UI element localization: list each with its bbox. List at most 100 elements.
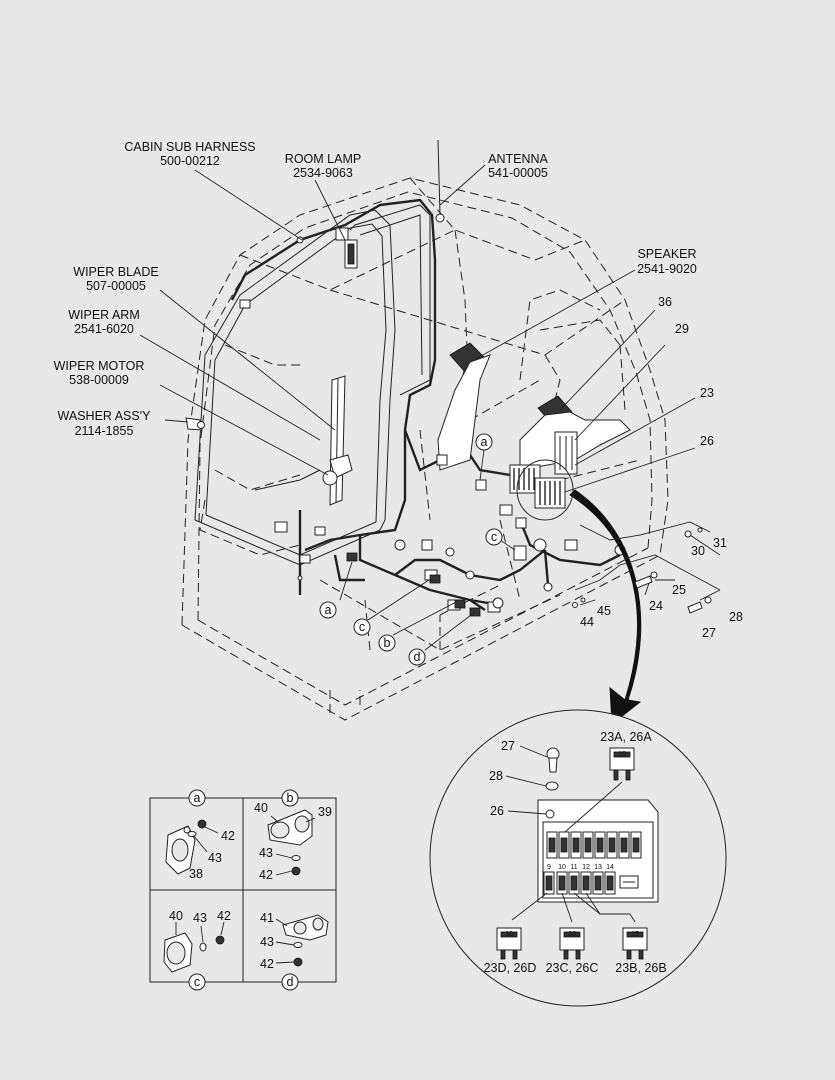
circle-letter-c: c [353, 618, 371, 636]
clamp-d-41: 41 [260, 911, 274, 925]
clamp-cell-c: c 40 43 42 [163, 909, 231, 991]
circle-letter-a: a [319, 601, 337, 619]
clamp-c-42: 42 [217, 909, 231, 923]
circle-letter-d: d [408, 648, 426, 666]
label-cabin-sub-harness: CABIN SUB HARNESS 500-00212 [124, 140, 255, 168]
callout-31: 31 [713, 536, 727, 550]
room-lamp-name: ROOM LAMP [285, 152, 361, 166]
fuse-b-rating: 15 [631, 931, 639, 938]
wiper-motor-code: 538-00009 [69, 373, 129, 387]
room-lamp-code: 2534-9063 [293, 166, 353, 180]
callout-45: 45 [597, 604, 611, 618]
detail-arrow [569, 489, 642, 725]
clamp-a-42: 42 [221, 829, 235, 843]
clamp-a-38: 38 [189, 867, 203, 881]
svg-text:a: a [325, 603, 332, 617]
label-wiper-motor: WIPER MOTOR 538-00009 [54, 359, 145, 387]
svg-text:c: c [491, 530, 497, 544]
fuse-row-top [546, 831, 642, 859]
clamp-cell-b: b 40 39 43 42 [254, 789, 332, 882]
wiper-arm-code: 2541-6020 [74, 322, 134, 336]
svg-text:d: d [287, 975, 294, 989]
svg-text:d: d [414, 650, 421, 664]
clamp-detail-grid: a 42 43 38 b 40 39 43 42 [149, 789, 337, 991]
fuse-23b-26b: 15 23B, 26B [573, 892, 667, 975]
cabin-sub-harness-code: 500-00212 [160, 154, 220, 168]
washer-part [185, 417, 205, 431]
fuse-a-rating: 10 [618, 751, 626, 758]
fuse-23d-26d: 30 23D, 26D [484, 892, 548, 975]
callout-24: 24 [649, 599, 663, 613]
antenna-name: ANTENNA [488, 152, 548, 166]
fasteners [572, 527, 712, 614]
fuse-row-bottom [543, 871, 639, 895]
svg-text:b: b [384, 636, 391, 650]
label-speaker: SPEAKER 2541-9020 [637, 247, 697, 276]
svg-text:c: c [194, 975, 200, 989]
svg-text:b: b [287, 791, 294, 805]
washer-28: 28 [489, 769, 559, 791]
fuse-23c-26c: 20 23C, 26C [546, 892, 599, 975]
clamp-d-43: 43 [260, 935, 274, 949]
antenna-part [435, 139, 445, 223]
leader-lines [139, 164, 721, 651]
detail-28: 28 [489, 769, 503, 783]
circle-letter-c-top: c [485, 528, 503, 546]
fuse-box-detail: 27 28 26 9 10 11 12 [429, 709, 727, 1007]
svg-text:12: 12 [582, 864, 590, 871]
clamp-c-43: 43 [193, 911, 207, 925]
fuse-d-label: 23D, 26D [484, 961, 537, 975]
fuse-a-label: 23A, 26A [600, 730, 652, 744]
room-lamp-part [335, 227, 358, 269]
clamp-cell-d: d 41 43 42 [260, 911, 329, 991]
fuse-c-rating: 20 [568, 931, 576, 938]
svg-text:a: a [481, 435, 488, 449]
svg-text:13: 13 [594, 864, 602, 871]
svg-text:11: 11 [570, 864, 577, 871]
callout-25: 25 [672, 583, 686, 597]
clamp-b-39: 39 [318, 805, 332, 819]
speaker-name: SPEAKER [637, 247, 696, 261]
fuse-d-rating: 30 [505, 931, 513, 938]
wiper-assembly [254, 375, 353, 506]
clamp-b-43: 43 [259, 846, 273, 860]
label-washer: WASHER ASS'Y 2114-1855 [58, 409, 152, 438]
label-antenna: ANTENNA 541-00005 [488, 152, 548, 180]
wiper-arm-name: WIPER ARM [68, 308, 140, 322]
speaker-parts [437, 342, 631, 471]
clamp-d-42: 42 [260, 957, 274, 971]
slot-numbers: 9 10 11 12 13 14 [547, 864, 614, 871]
svg-text:14: 14 [606, 864, 614, 871]
clamp-b-42: 42 [259, 868, 273, 882]
callout-numbers: 36 29 23 26 31 30 25 24 28 27 45 44 [580, 295, 743, 640]
clamp-c-40: 40 [169, 909, 183, 923]
callout-36: 36 [658, 295, 672, 309]
callout-26: 26 [700, 434, 714, 448]
fuse-c-label: 23C, 26C [546, 961, 599, 975]
harness-wires [230, 198, 621, 611]
cabin-sub-harness-name: CABIN SUB HARNESS [124, 140, 255, 154]
speaker-code: 2541-9020 [637, 262, 697, 276]
label-room-lamp: ROOM LAMP 2534-9063 [285, 152, 361, 180]
fuse-box-main [509, 431, 578, 521]
cabin-outline [181, 177, 669, 721]
washer-name: WASHER ASS'Y [58, 409, 152, 423]
antenna-code: 541-00005 [488, 166, 548, 180]
svg-text:10: 10 [558, 864, 566, 871]
callout-44: 44 [580, 615, 594, 629]
wiper-blade-code: 507-00005 [86, 279, 146, 293]
label-wiper-arm: WIPER ARM 2541-6020 [68, 308, 140, 336]
svg-text:a: a [194, 791, 201, 805]
label-wiper-blade: WIPER BLADE 507-00005 [73, 265, 158, 293]
fuse-23a-26a: 10 23A, 26A [564, 730, 652, 833]
callout-27: 27 [702, 626, 716, 640]
bolt-27: 27 [501, 739, 560, 773]
clamp-cell-a: a 42 43 38 [165, 789, 235, 881]
callout-30: 30 [691, 544, 705, 558]
circle-letter-a-top: a [475, 433, 493, 451]
connectors [239, 236, 626, 617]
wiper-motor-name: WIPER MOTOR [54, 359, 145, 373]
fuse-b-label: 23B, 26B [615, 961, 666, 975]
wiper-blade-name: WIPER BLADE [73, 265, 158, 279]
